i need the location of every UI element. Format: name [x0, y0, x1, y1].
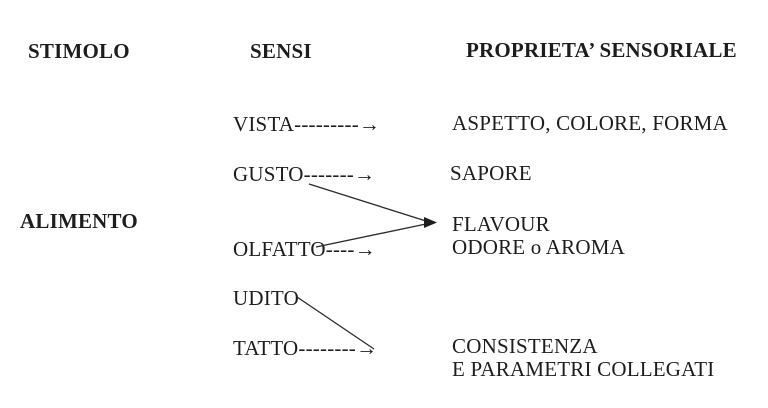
- connector-gusto-to-flavour: [308, 183, 427, 222]
- sense-udito-label: UDITO: [233, 286, 299, 310]
- column-header-sensi: SENSI: [250, 39, 312, 63]
- property-parametri-collegati: E PARAMETRI COLLEGATI: [452, 357, 715, 381]
- property-odore-o-aroma: ODORE o AROMA: [452, 235, 625, 259]
- sense-vista-dashed-arrow: VISTA---------→: [233, 112, 381, 136]
- sense-tatto-dashed-arrow: TATTO--------→: [233, 336, 378, 360]
- property-sapore: SAPORE: [450, 161, 532, 185]
- sense-gusto-dashed-arrow: GUSTO-------→: [233, 162, 376, 186]
- property-flavour: FLAVOUR: [452, 212, 550, 236]
- sense-olfatto-dashed-arrow: OLFATTO----→: [233, 237, 376, 261]
- property-aspetto-colore-forma: ASPETTO, COLORE, FORMA: [452, 111, 728, 135]
- arrowhead-flavour-icon: [424, 217, 437, 228]
- stimulus-label-alimento: ALIMENTO: [20, 209, 138, 233]
- property-consistenza: CONSISTENZA: [452, 334, 598, 358]
- column-header-proprieta-sensoriale: PROPRIETA’ SENSORIALE: [466, 38, 737, 62]
- column-header-stimolo: STIMOLO: [28, 39, 130, 63]
